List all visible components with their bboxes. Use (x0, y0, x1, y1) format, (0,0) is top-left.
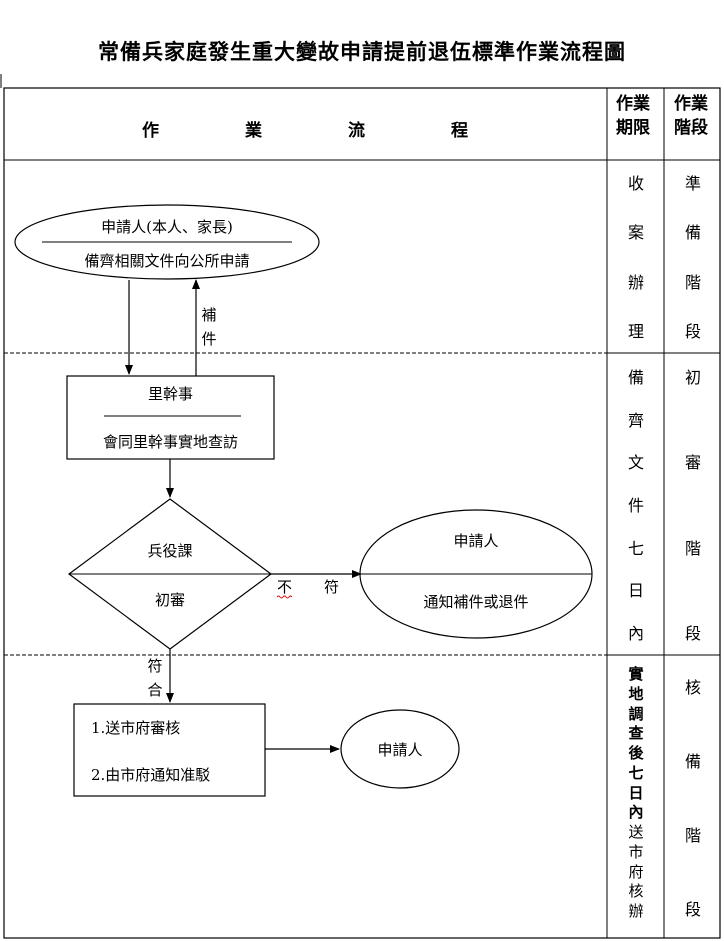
match-char: 符 (147, 657, 163, 675)
applicant-final-title: 申請人 (377, 741, 423, 759)
applicant-final-ellipse (340, 709, 460, 789)
stage-char: 初 (684, 368, 701, 387)
military-section-title: 兵役課 (147, 542, 193, 560)
stage-char: 審 (684, 453, 701, 473)
header-flow-char: 流 (348, 121, 365, 141)
header-flow-char: 業 (245, 121, 262, 141)
stage-char: 核 (684, 678, 701, 697)
period-char: 理 (627, 321, 644, 341)
stage-char: 階 (684, 272, 701, 292)
stage-char: 準 (684, 174, 701, 193)
stage-char: 備 (684, 223, 701, 243)
applicant-notify-action: 通知補件或退件 (423, 593, 529, 611)
header-flow: 作 業 流 程 (4, 116, 606, 141)
military-section-action: 初審 (154, 591, 185, 609)
period-char: 日 (627, 581, 644, 601)
stage-cell-1: 準 備 階 段 (673, 170, 713, 342)
period-cell-1: 收 案 辦 理 (616, 170, 656, 342)
stage-char: 階 (684, 826, 701, 845)
city-review-step-2: 2.由市府通知准駁 (91, 766, 211, 784)
village-officer-action: 會同里幹事實地查訪 (102, 433, 238, 451)
period-char: 查 (628, 724, 644, 743)
period-cell-2: 備 齊 文 件 七 日 內 (616, 364, 656, 644)
period-char: 送 (628, 823, 644, 841)
applicant-notify-title: 申請人 (453, 532, 499, 550)
stage-cell-3: 核 備 階 段 (673, 674, 713, 920)
header-flow-char: 作 (142, 121, 159, 141)
period-char: 日 (628, 783, 644, 802)
supplement-label: 補 件 (200, 303, 218, 351)
table-border (3, 87, 721, 939)
spellcheck-squiggle (276, 595, 293, 599)
period-char: 地 (628, 684, 644, 703)
city-review-box (73, 703, 266, 797)
period-char: 件 (627, 495, 644, 515)
period-char: 市 (628, 842, 644, 861)
not-match-char: 不 (277, 578, 293, 596)
period-char: 七 (627, 538, 644, 558)
period-char: 備 (627, 368, 644, 387)
period-char: 收 (627, 174, 644, 193)
period-char: 內 (628, 803, 644, 822)
header-stage: 作業階段 (674, 94, 708, 138)
period-char: 案 (627, 223, 644, 243)
stage-char: 備 (684, 752, 701, 771)
village-officer-title: 里幹事 (147, 385, 193, 403)
match-char: 合 (147, 681, 163, 699)
stage-char: 階 (684, 538, 701, 558)
period-char: 府 (628, 862, 644, 881)
stage-char: 段 (684, 623, 701, 643)
stage-char: 段 (684, 900, 701, 919)
header-period: 作業期限 (616, 94, 650, 138)
header-flow-char: 程 (451, 121, 468, 141)
period-char: 調 (628, 704, 644, 723)
period-char: 實 (628, 665, 644, 683)
period-char: 核 (628, 882, 644, 901)
period-cell-3: 實 地 調 查 後 七 日 內 送 市 府 核 辦 (616, 666, 656, 920)
city-review-step-1: 1.送市府審核 (91, 719, 181, 737)
stage-char: 段 (684, 321, 701, 341)
match-label: 符 合 (146, 654, 164, 702)
period-char: 七 (628, 763, 644, 782)
applicant-top-action: 備齊相關文件向公所申請 (84, 252, 250, 270)
period-char: 辦 (628, 902, 644, 920)
supplement-char: 補 (201, 306, 217, 324)
not-match-char: 符 (324, 578, 340, 596)
page-title: 常備兵家庭發生重大變故申請提前退伍標準作業流程圖 (98, 40, 626, 64)
period-char: 辦 (627, 272, 644, 292)
stage-cell-2: 初 審 階 段 (673, 364, 713, 644)
period-char: 內 (627, 623, 644, 643)
applicant-top-title: 申請人(本人、家長) (101, 218, 233, 236)
applicant-top-ellipse (14, 204, 320, 280)
supplement-char: 件 (201, 330, 217, 348)
period-char: 齊 (627, 410, 644, 430)
period-char: 文 (627, 453, 644, 473)
period-char: 後 (628, 744, 644, 762)
